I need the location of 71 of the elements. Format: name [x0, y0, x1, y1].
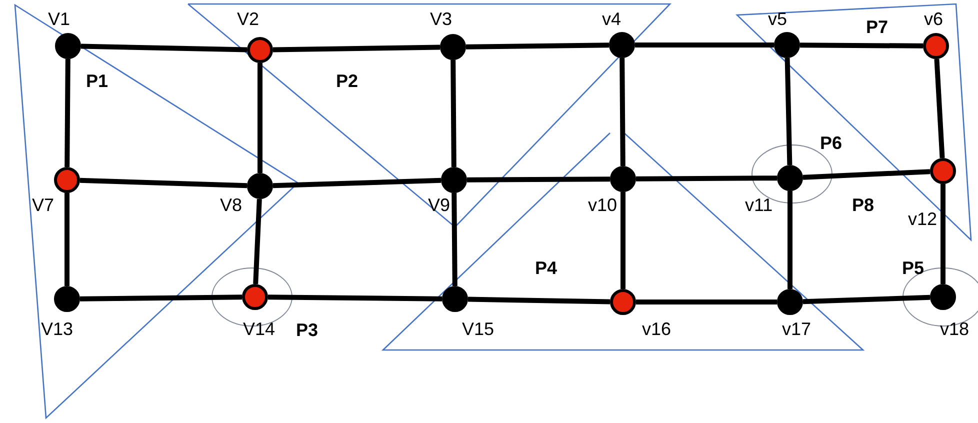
graph-edge: [253, 198, 262, 284]
vertex-dot: [777, 165, 803, 191]
graph-edge: [80, 294, 242, 302]
graph-edge: [800, 42, 924, 48]
vertex-dot: [610, 289, 636, 315]
graph-edge: [635, 42, 774, 48]
vertex-label: v4: [602, 10, 622, 28]
vertex-dot: [442, 286, 468, 312]
vertex-dot: [923, 33, 949, 59]
vertex-label: V2: [237, 10, 260, 28]
vertex-label: V9: [428, 196, 450, 214]
vertex-dot: [247, 173, 273, 199]
vertex-label: v16: [642, 320, 672, 338]
region-label: P4: [535, 259, 558, 277]
vertex-label: v17: [782, 320, 812, 338]
vertex-dot: [930, 158, 956, 184]
graph-edge: [466, 42, 610, 50]
graph-edge: [272, 178, 442, 188]
region-label: P6: [820, 134, 842, 152]
vertex-dot: [610, 166, 636, 192]
vertex-dot: [777, 289, 803, 315]
graph-edge: [620, 192, 626, 289]
vertex-dot: [247, 37, 273, 63]
vertex-dot: [609, 32, 635, 58]
vertex-label: v6: [924, 10, 944, 28]
vertex-dot: [441, 167, 467, 193]
graph-edge: [452, 192, 458, 286]
vertex-label: v18: [940, 320, 970, 338]
vertex-label: v12: [908, 210, 938, 228]
graph-edge: [802, 294, 930, 304]
vertex-dot: [440, 34, 466, 60]
region-label: P2: [336, 72, 358, 90]
graph-edge: [466, 176, 610, 182]
vertex-label: V7: [32, 196, 54, 214]
graph-edge: [272, 44, 440, 52]
graph-edge: [802, 169, 930, 180]
vertex-dot: [242, 284, 268, 310]
region-label: P1: [86, 72, 108, 90]
graph-edge: [636, 176, 777, 182]
vertex-dot: [55, 33, 81, 59]
graph-edge: [258, 63, 262, 173]
vertex-label: V14: [243, 320, 276, 338]
graph-edge: [80, 44, 248, 52]
vertex-label: v10: [588, 196, 618, 214]
vertex-label: V3: [430, 10, 452, 28]
vertex-label: V1: [48, 10, 70, 28]
vertex-dot: [54, 286, 80, 312]
graph-edge: [468, 296, 610, 304]
region-label: P5: [902, 259, 924, 277]
graph-edge: [64, 58, 70, 168]
graph-edge: [450, 60, 456, 168]
graph-edge: [784, 58, 792, 166]
vertex-label: V13: [41, 320, 74, 338]
vertex-dot: [930, 284, 956, 310]
graph-edge: [636, 300, 777, 304]
graph-edge: [64, 193, 70, 286]
graph-edge: [788, 191, 792, 289]
vertex-dot: [54, 167, 80, 193]
graph-edge: [80, 178, 248, 188]
region-label: P3: [296, 321, 318, 339]
region-label: P7: [866, 18, 888, 36]
region-label: P8: [852, 196, 874, 214]
graph-edge: [620, 58, 626, 166]
vertex-label: V8: [220, 196, 242, 214]
vertex-label: v11: [745, 196, 773, 214]
vertex-label: V15: [462, 320, 494, 338]
vertex-dot: [774, 32, 800, 58]
graph-edge: [268, 294, 442, 302]
graph-edge: [934, 58, 945, 158]
vertex-label: v5: [768, 10, 788, 28]
graph-edge: [940, 184, 946, 284]
